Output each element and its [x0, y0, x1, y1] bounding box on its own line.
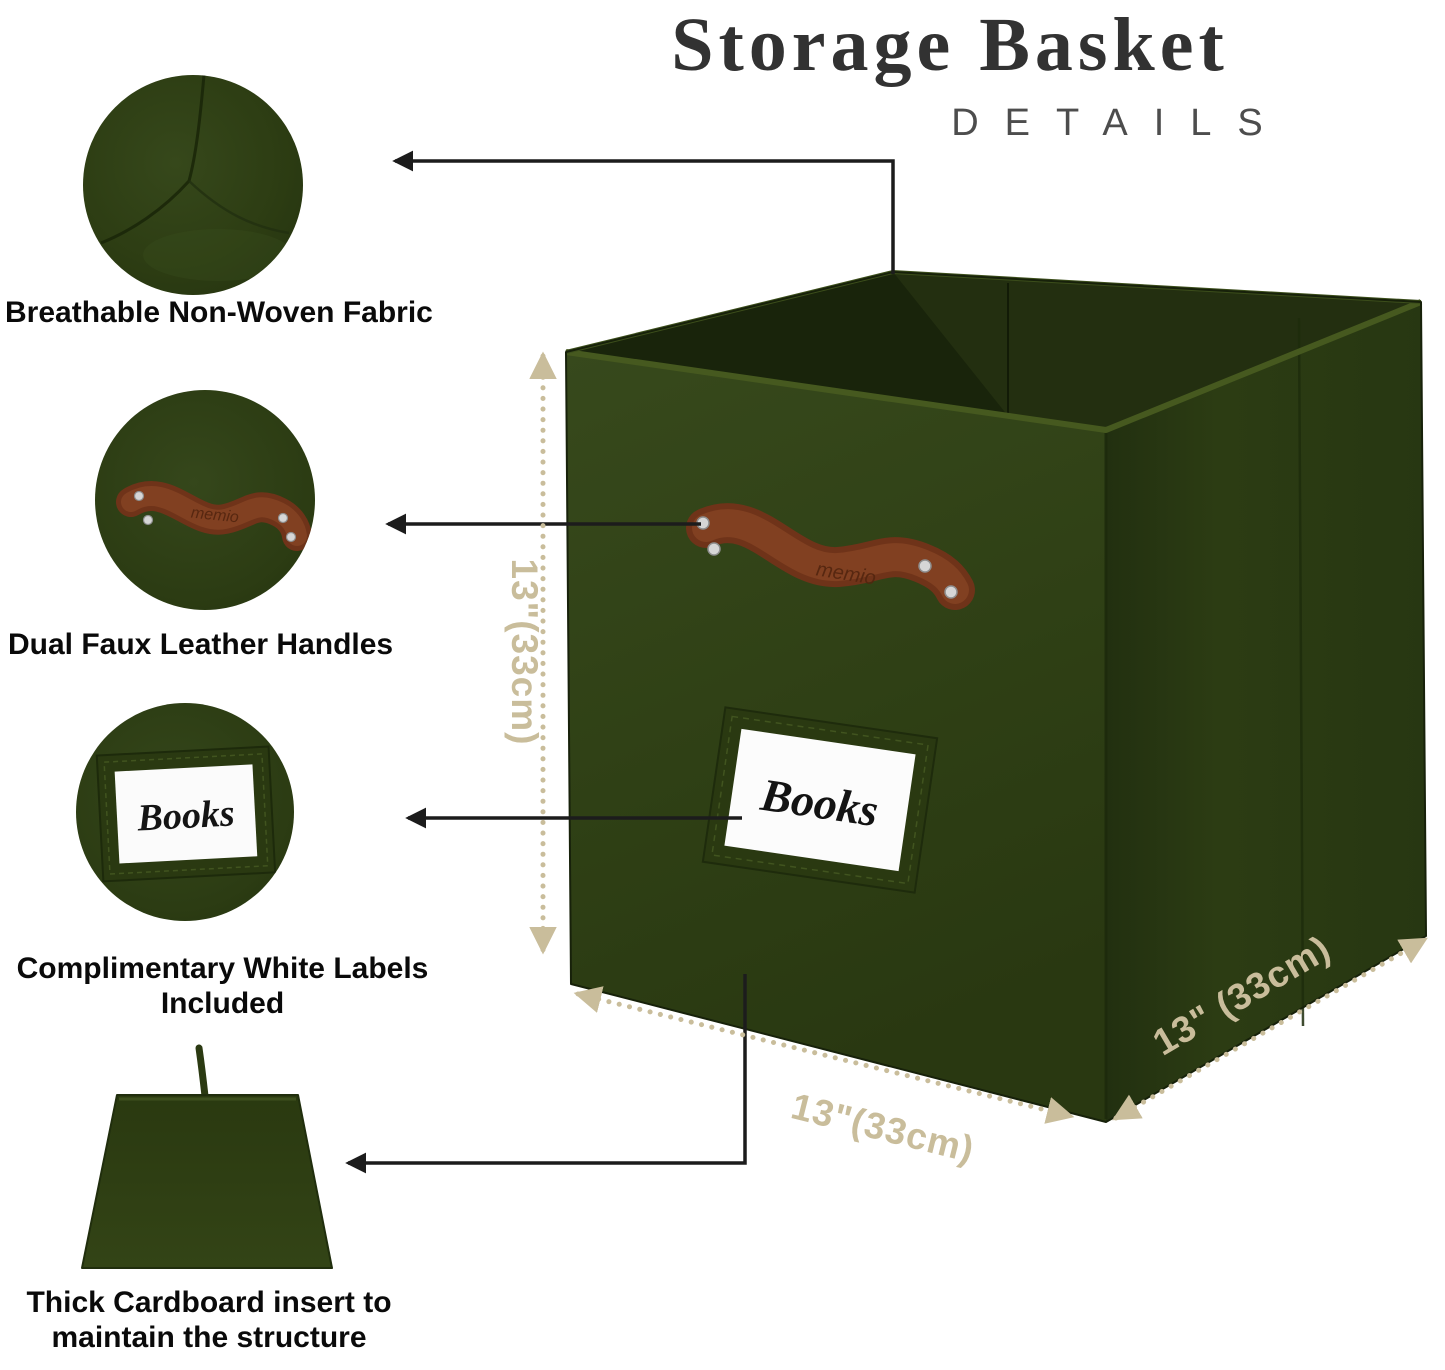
handle-brand-text: memio: [190, 505, 240, 527]
handle-rivet: [142, 514, 154, 526]
cardboard-insert-photo: [55, 1040, 355, 1280]
handle-strap-highlight: [692, 509, 969, 604]
basket-interior-back-wall: [893, 272, 1421, 430]
handle-strap-highlight: [121, 486, 307, 546]
callout-label-labels: Complimentary White Labels Included: [16, 952, 429, 1020]
insert-body: [81, 1094, 333, 1269]
width-dimension-line: [573, 986, 1075, 1124]
fabric-sheen: [143, 229, 293, 281]
handle-rivet: [918, 559, 932, 573]
page-subtitle: DETAILS: [951, 102, 1289, 144]
depth-dimension-line: [1112, 937, 1428, 1121]
basket-right-face-seam: [1297, 317, 1305, 1027]
handle-rivet: [944, 585, 958, 599]
fabric-detail-photo: [83, 75, 303, 295]
basket-label-pocket: Books: [701, 706, 939, 894]
handle-rivet: [133, 490, 145, 502]
label-detail-image: Books: [76, 703, 294, 921]
fabric-detail-image: [83, 75, 303, 295]
page-title: Storage Basket: [671, 3, 1229, 87]
width-dimension-label: 13"(33cm): [787, 1085, 978, 1170]
handle-detail-image: memio: [95, 390, 315, 610]
storage-basket: memio Books: [565, 269, 1427, 1123]
label-detail-photo: Books: [76, 703, 294, 921]
height-dimension-label: 13"(33cm): [504, 559, 545, 746]
callout-label-insert: Thick Cardboard insert to maintain the s…: [26, 1286, 392, 1354]
handle-rivet: [707, 542, 721, 556]
basket-rim-highlight: [565, 299, 1423, 433]
callout-label-fabric: Breathable Non-Woven Fabric: [5, 296, 433, 329]
handle-rivet: [277, 512, 289, 524]
fabric-arrow-icon: [392, 150, 895, 274]
callout-label-handles: Dual Faux Leather Handles: [8, 628, 394, 661]
handle-detail-photo: memio: [95, 390, 315, 610]
fabric-fold: [188, 180, 290, 235]
insert-tab: [195, 1044, 209, 1100]
handle-rivet: [285, 531, 297, 543]
cardboard-insert-image: [81, 1044, 333, 1269]
label-card: [724, 728, 916, 872]
label-card: [114, 764, 258, 864]
basket-handle: memio: [686, 503, 975, 610]
label-card-text: Books: [135, 792, 235, 839]
label-pocket-stitching: [711, 715, 929, 885]
basket-right-face: [1106, 302, 1426, 1122]
